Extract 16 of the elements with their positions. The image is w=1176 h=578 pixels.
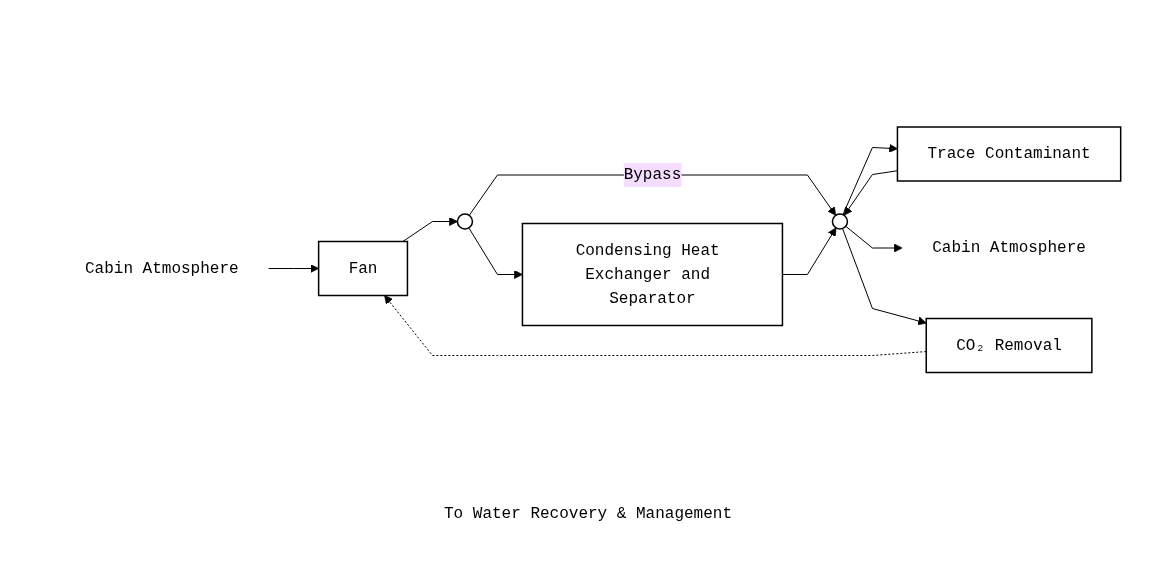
arrow (842, 228, 927, 326)
node-box: Condensing Heat Exchanger and Separator (521, 223, 784, 327)
node-box: Trace Contaminant (896, 126, 1122, 182)
note-text: To Water Recovery & Management (443, 505, 732, 523)
node-text: Cabin Atmosphere (932, 239, 1087, 258)
edge-label: Bypass (623, 166, 682, 185)
node-box: CO₂ Removal (925, 318, 1093, 374)
node-text: Cabin Atmosphere (85, 259, 239, 278)
arrow (782, 227, 837, 276)
node-circle (456, 213, 474, 230)
arrow (468, 227, 523, 280)
arrow (845, 226, 903, 253)
node-circle (831, 213, 849, 230)
node-box: Fan (318, 241, 409, 297)
arrow (402, 217, 458, 243)
arrow (842, 144, 898, 216)
